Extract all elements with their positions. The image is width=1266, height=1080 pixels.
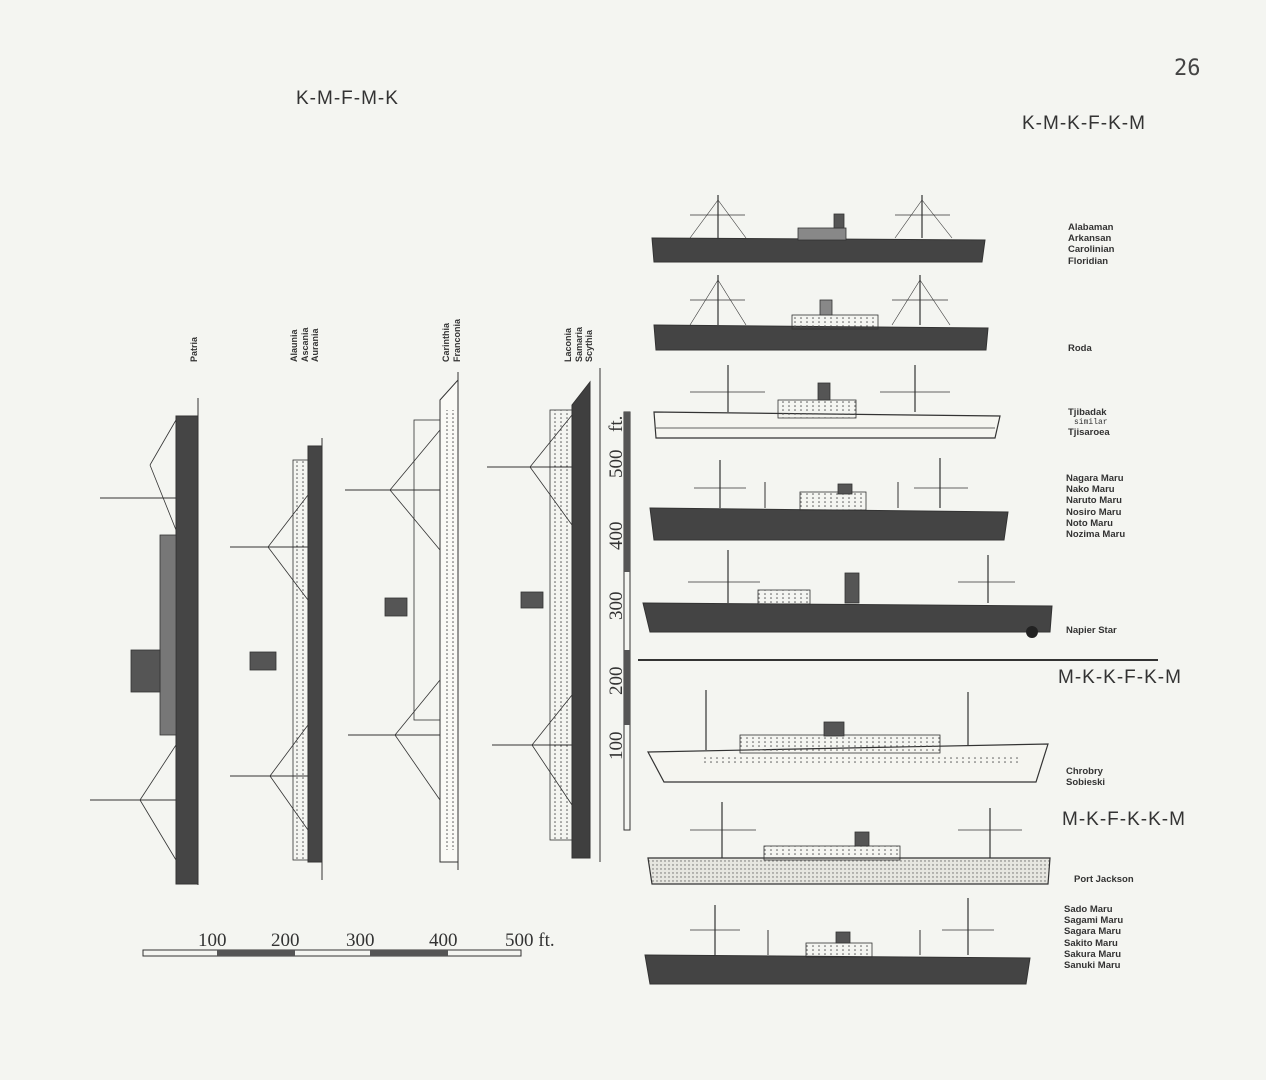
- ship-name: Franconia: [451, 318, 462, 362]
- ship-name: Noto Maru: [1066, 517, 1113, 529]
- ship-sado-maru-drawing: [644, 898, 1031, 985]
- ship-name: Alaunia: [289, 329, 299, 362]
- horizontal-scale-tick: 200: [271, 930, 300, 951]
- ship-name: Sakito Maru: [1064, 937, 1118, 949]
- vertical-scale-unit: ft.: [606, 415, 627, 432]
- ship-name: Nagara Maru: [1066, 473, 1124, 484]
- ship-label-patria: Patria: [189, 337, 200, 362]
- ship-label-nagara-maru-group: Nagara Maru Nako Maru Naruto Maru Nosiro…: [1066, 473, 1125, 540]
- ship-label-alabaman-group: Alabaman Arkansan Carolinian Floridian: [1068, 222, 1114, 267]
- ship-name: Patria: [189, 336, 199, 362]
- horizontal-scale-tick: 100: [198, 930, 227, 951]
- ship-roda-drawing: [653, 275, 989, 351]
- ship-name: Nozima Maru: [1066, 529, 1126, 541]
- ship-patria-drawing: [90, 398, 199, 885]
- ship-label-chrobry-group: Chrobry Sobieski: [1066, 766, 1105, 788]
- ship-name: Sagami Maru: [1064, 915, 1124, 927]
- ship-label-port-jackson: Port Jackson: [1074, 874, 1134, 885]
- ship-label-laconia-group: Laconia Samaria Scythia: [563, 327, 595, 362]
- ship-name: Floridian: [1068, 255, 1109, 267]
- ship-name: Ascania: [299, 327, 310, 362]
- ship-label-alaunia-group: Alaunia Ascania Aurania: [289, 327, 321, 362]
- ship-label-tjibadak: Tjibadak similar Tjisaroea: [1068, 407, 1110, 438]
- ship-label-napier-star: Napier Star: [1066, 625, 1117, 636]
- ship-name: Nosiro Maru: [1066, 506, 1122, 518]
- section-heading-right-3: M-K-F-K-K-M: [1062, 809, 1186, 830]
- ship-note: similar: [1074, 418, 1108, 428]
- ship-laconia-drawing: [487, 368, 601, 862]
- vertical-scale-tick: 400: [606, 521, 627, 551]
- ship-name: Alabaman: [1068, 222, 1114, 233]
- ship-name: Carinthia: [441, 322, 451, 362]
- ship-alabaman-drawing: [651, 195, 986, 263]
- horizontal-scale-bar: [142, 949, 522, 957]
- ship-napier-star-drawing: [642, 550, 1053, 638]
- ship-name: Arkansan: [1068, 233, 1112, 245]
- ship-name: Napier Star: [1066, 625, 1117, 636]
- ship-carinthia-drawing: [345, 372, 459, 870]
- ship-name: Sanuki Maru: [1064, 960, 1121, 972]
- ship-name: Port Jackson: [1074, 874, 1134, 885]
- horizontal-scale-tick: 500 ft.: [505, 930, 555, 951]
- ship-name: Tjisaroea: [1068, 427, 1110, 439]
- page-number: 26: [1174, 56, 1201, 81]
- ship-name: Chrobry: [1066, 766, 1103, 777]
- ship-name: Scythia: [584, 329, 594, 362]
- section-heading-left: K-M-F-M-K: [296, 88, 399, 109]
- ship-label-sado-maru-group: Sado Maru Sagami Maru Sagara Maru Sakito…: [1064, 904, 1123, 971]
- horizontal-scale-tick: 300: [346, 930, 375, 951]
- ship-name: Aurania: [310, 328, 320, 362]
- section-heading-right-1: K-M-K-F-K-M: [1022, 113, 1146, 134]
- section-heading-right-2: M-K-K-F-K-M: [1058, 667, 1182, 688]
- ship-name: Naruto Maru: [1066, 495, 1122, 507]
- ship-name: Sobieski: [1066, 777, 1106, 789]
- horizontal-scale-tick: 400: [429, 930, 458, 951]
- ship-tjibadak-drawing: [653, 365, 1001, 439]
- vertical-scale-tick: 100: [606, 731, 627, 761]
- ship-label-roda: Roda: [1068, 343, 1092, 354]
- ship-chrobry-drawing: [647, 690, 1049, 783]
- ship-name: Tjibadak: [1068, 407, 1107, 418]
- ship-name: Roda: [1068, 343, 1092, 354]
- ship-name: Carolinian: [1068, 244, 1115, 256]
- ship-port-jackson-drawing: [647, 802, 1051, 885]
- vertical-scale-tick: 300: [606, 591, 627, 621]
- vertical-scale-bar: [623, 411, 631, 831]
- ship-name: Sado Maru: [1064, 904, 1113, 915]
- ship-name: Sagara Maru: [1064, 926, 1122, 938]
- ship-nagara-maru-drawing: [649, 458, 1009, 541]
- vertical-scale-tick: 500: [606, 449, 627, 479]
- ship-name: Samaria: [573, 326, 584, 362]
- ship-name: Sakura Maru: [1064, 948, 1122, 960]
- vertical-scale-tick: 200: [606, 666, 627, 696]
- ship-name: Nako Maru: [1066, 484, 1115, 496]
- ship-alaunia-drawing: [230, 438, 323, 880]
- ship-label-carinthia-group: Carinthia Franconia: [441, 319, 462, 362]
- ship-name: Laconia: [563, 327, 573, 362]
